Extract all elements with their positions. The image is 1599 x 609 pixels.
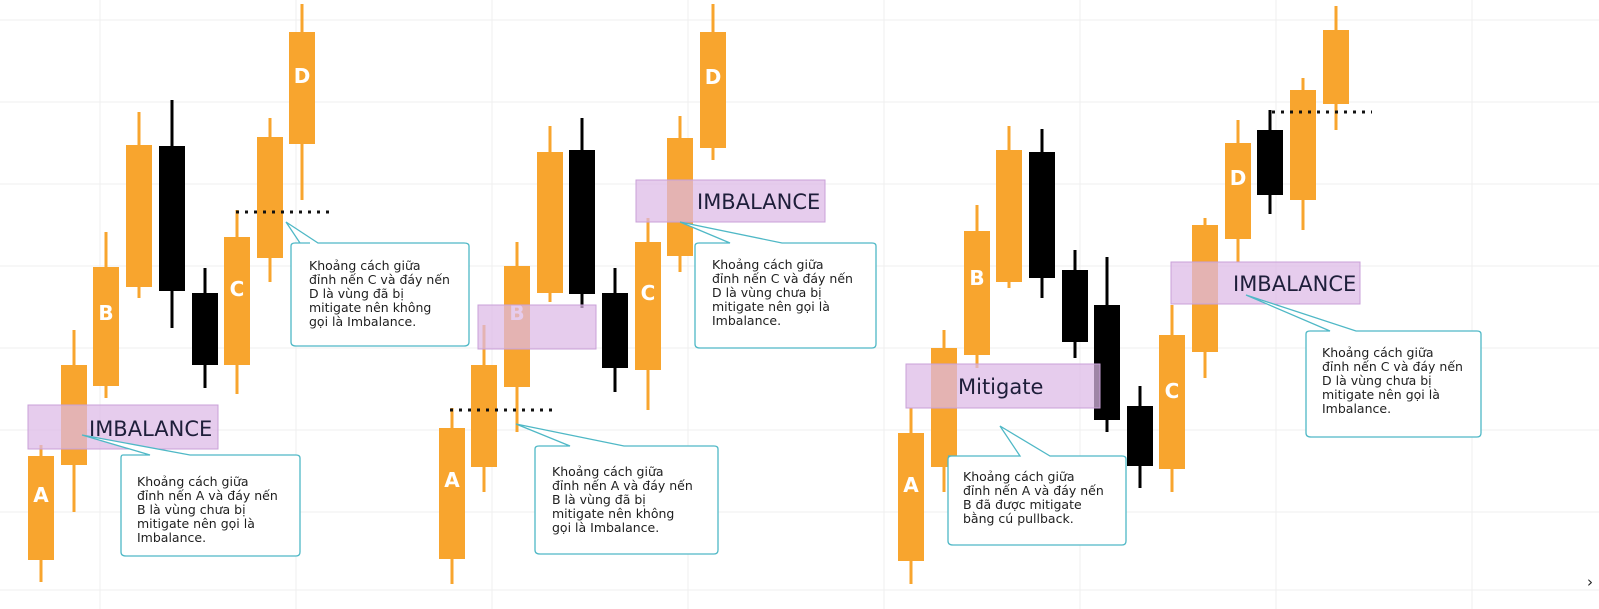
candle-label-c: C <box>1165 379 1180 403</box>
candle-d: D <box>289 4 315 200</box>
imbalance-zone: IMBALANCE <box>635 179 826 223</box>
callout-text: Khoảng cách giữa đỉnh nến A và đáy nến B… <box>137 474 278 545</box>
zone-label: IMBALANCE <box>89 417 212 441</box>
candle-label-b: B <box>969 266 984 290</box>
callout <box>947 425 1127 546</box>
candle <box>1029 129 1055 298</box>
callout-2 <box>679 221 877 349</box>
candle-label-d: D <box>705 65 722 89</box>
candle-a: A <box>28 445 54 582</box>
panel-3: A B <box>898 6 1482 584</box>
candle <box>569 118 595 308</box>
candle <box>1257 110 1283 214</box>
zone-label: Mitigate <box>958 375 1043 399</box>
callout-text: Khoảng cách giữa đỉnh nến A và đáy nến B… <box>963 469 1104 526</box>
candle <box>159 100 185 328</box>
callout-text-2: Khoảng cách giữa đỉnh nến C và đáy nến D… <box>1322 345 1463 416</box>
zone-label-2: IMBALANCE <box>1233 272 1356 296</box>
candle-label-c: C <box>641 281 656 305</box>
candle-a: A <box>898 408 924 584</box>
candle-label-a: A <box>33 483 49 507</box>
candle <box>1062 250 1088 358</box>
candle <box>1323 6 1349 130</box>
mitigated-zone <box>477 304 597 350</box>
candle-label-d: D <box>294 64 311 88</box>
callout-text-2: Khoảng cách giữa đỉnh nến C và đáy nến D… <box>712 257 853 328</box>
candle <box>471 325 497 492</box>
candle-c: C <box>635 218 661 410</box>
callout-text: Khoảng cách giữa đỉnh nến A và đáy nến B… <box>552 464 693 535</box>
candle-b: B <box>964 205 990 368</box>
candle <box>996 126 1022 288</box>
candle <box>126 112 152 298</box>
panel-1: A B C <box>27 4 470 582</box>
candle <box>1290 78 1316 230</box>
panel-2: A B C <box>439 4 877 584</box>
candle-label-c: C <box>230 277 245 301</box>
candle-label-a: A <box>444 468 460 492</box>
close-chevron-icon[interactable]: › <box>1587 573 1593 591</box>
callout-2 <box>1245 294 1482 438</box>
callout <box>81 434 301 557</box>
candle <box>257 118 283 282</box>
imbalance-zone: IMBALANCE <box>27 404 219 450</box>
candle-a: A <box>439 408 465 584</box>
candle <box>192 268 218 388</box>
callout-2 <box>285 221 470 347</box>
callout-text-2: Khoảng cách giữa đỉnh nến C và đáy nến D… <box>309 258 450 329</box>
candle-label-b: B <box>98 301 113 325</box>
candle-b: B <box>93 232 119 398</box>
candle <box>537 126 563 302</box>
candle-c: C <box>1159 305 1185 492</box>
candle-label-d: D <box>1230 166 1247 190</box>
candle-c: C <box>224 210 250 394</box>
candle <box>602 268 628 392</box>
candle-d: D <box>700 4 726 160</box>
imbalance-zone: IMBALANCE <box>1170 261 1361 305</box>
callout <box>515 423 719 555</box>
mitigate-zone: Mitigate <box>905 363 1101 409</box>
candle-d: D <box>1225 120 1251 262</box>
zone-label: IMBALANCE <box>697 190 820 214</box>
candle-label-a: A <box>903 473 919 497</box>
candle <box>1127 386 1153 488</box>
